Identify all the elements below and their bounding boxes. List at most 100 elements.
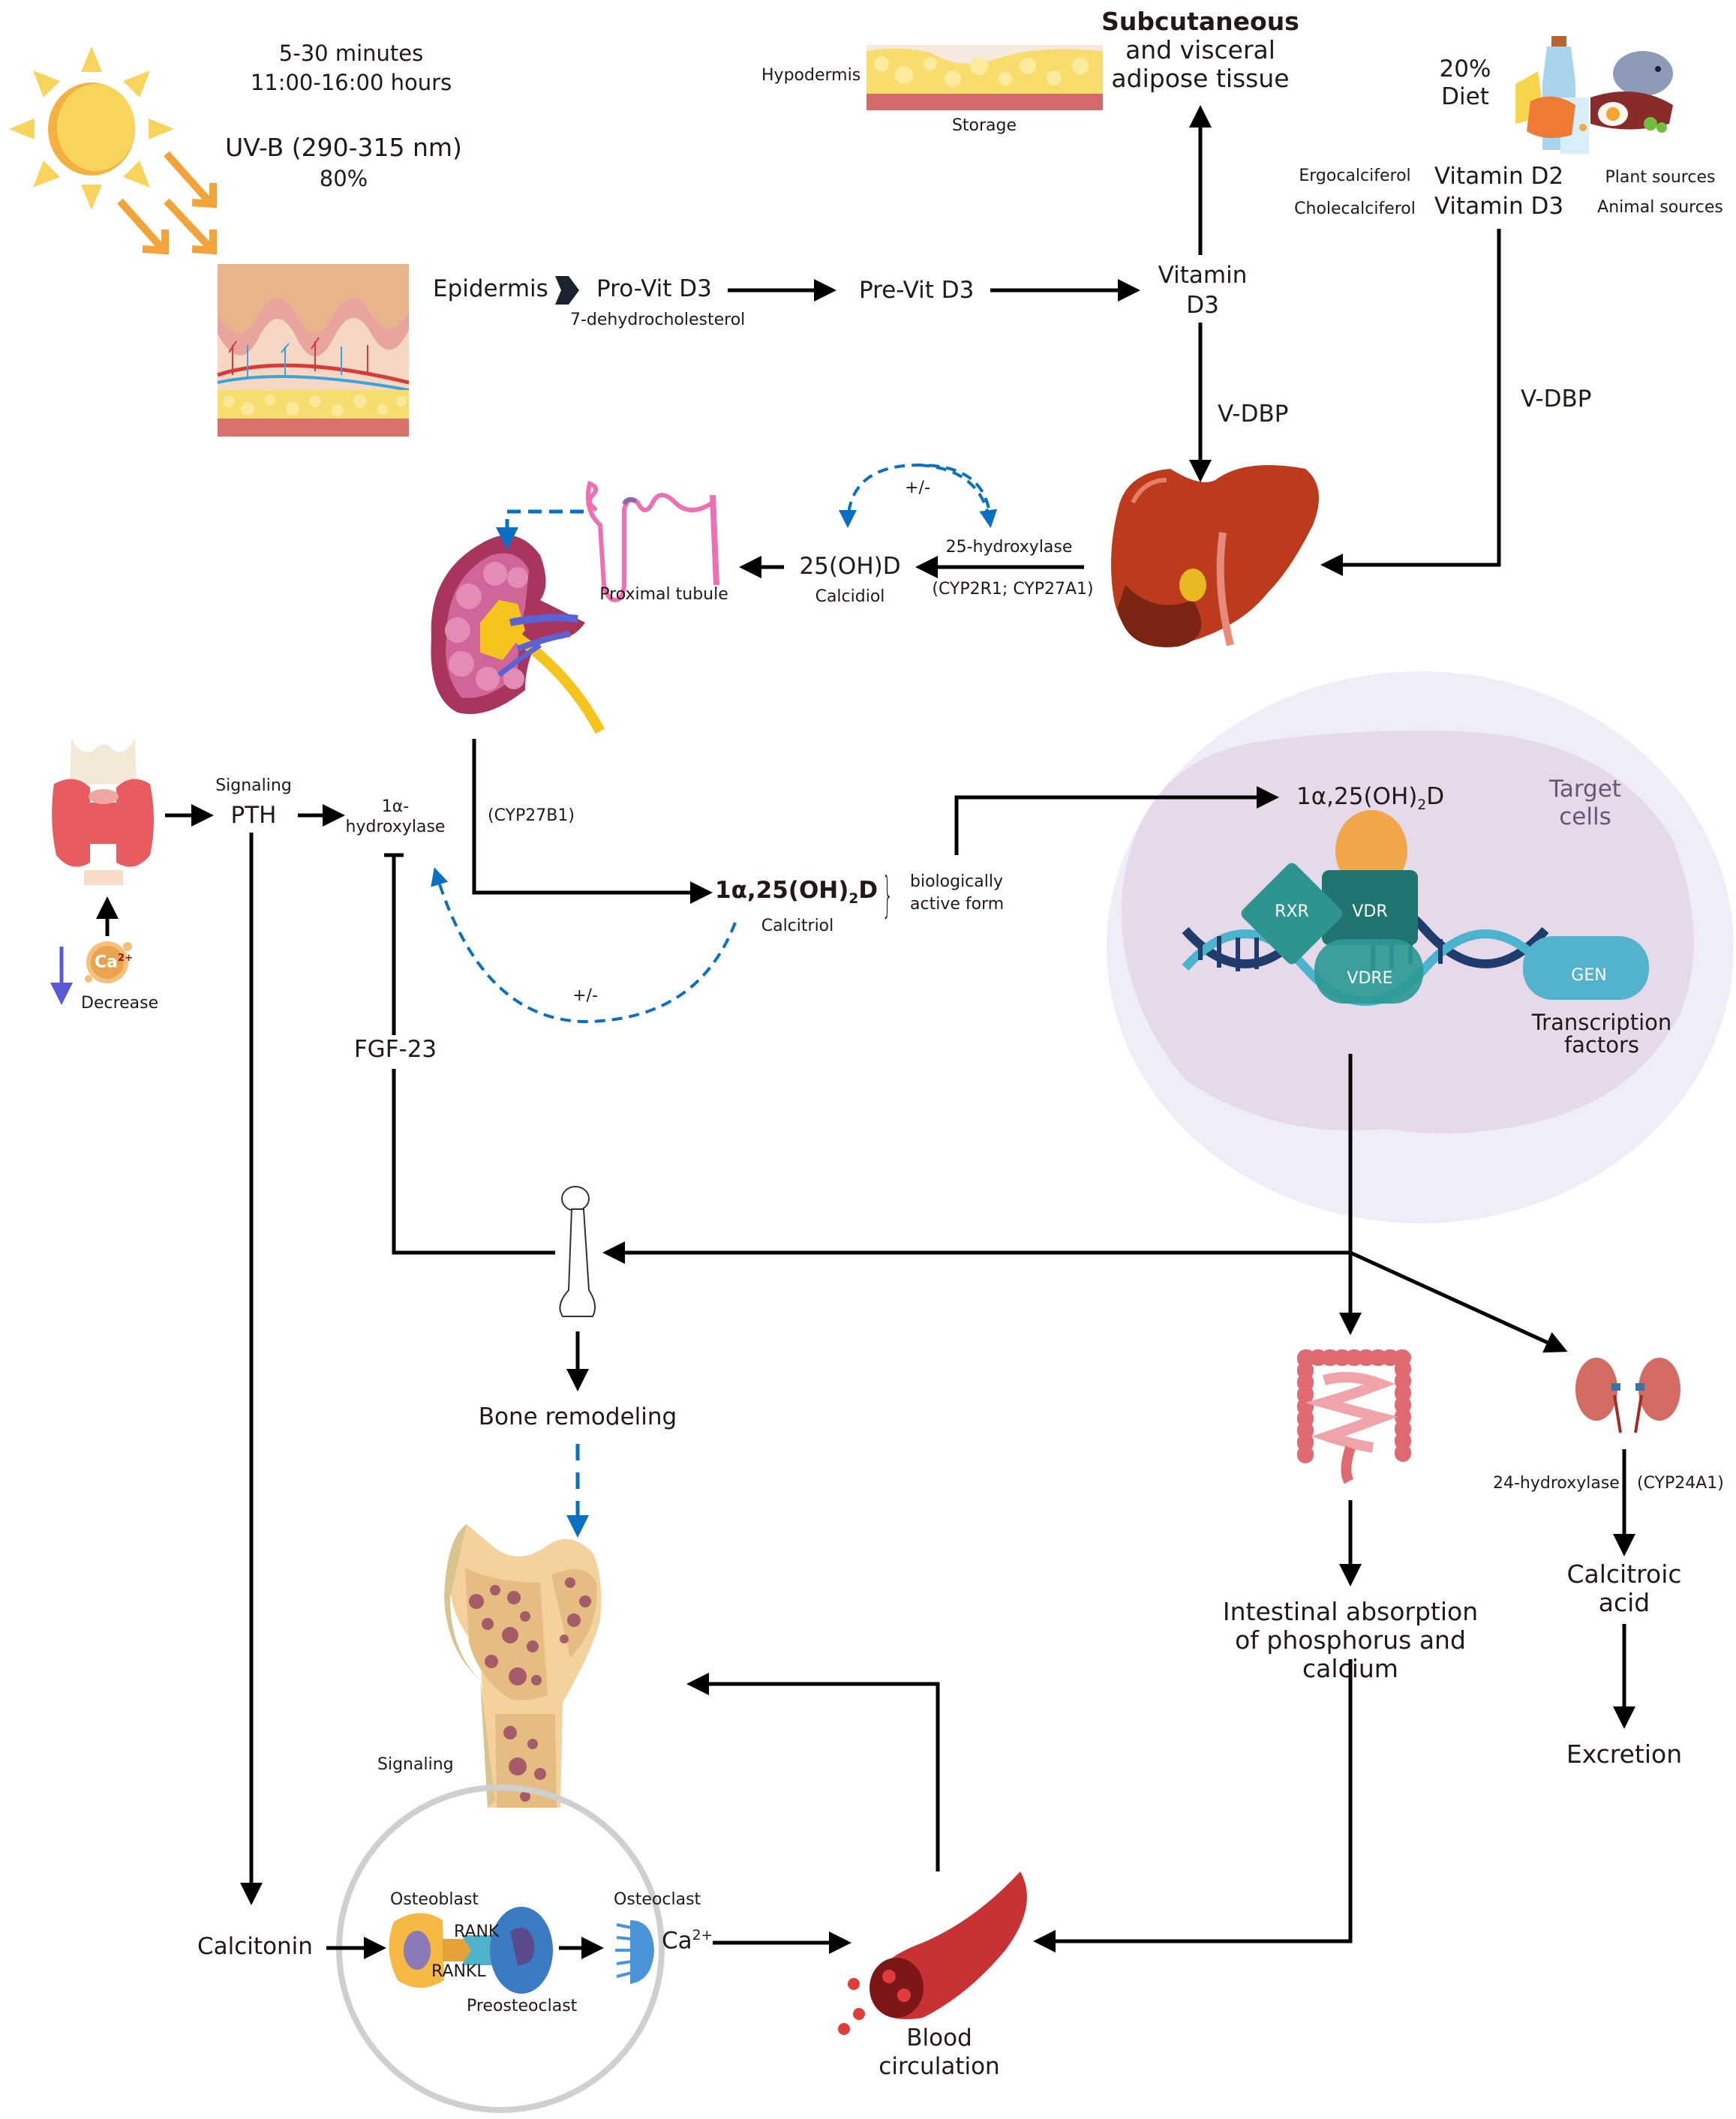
kidney-feedback-label: +/- [572,986,598,1005]
7-dehydrocholesterol-label: 7-dehydrocholesterol [570,311,746,329]
arrow-calcitriol-to-target [954,786,1279,855]
calcitriol-formula-prefix: 1α,25(OH) [715,877,849,904]
vitamin-d3-line2: D3 [1186,292,1219,319]
pth-label: PTH [230,802,277,829]
hydroxylase-label: hydroxylase [345,818,446,836]
vdre-label: VDRE [1347,969,1393,988]
nephron-to-kidney-dashed-arrow [496,509,584,550]
blood-label: Blood [906,2024,972,2051]
target-ligand-sub: 2 [1417,797,1427,814]
liver-feedback-label: +/- [905,479,930,497]
sun-icon [9,47,174,210]
factors-label: factors [1563,1032,1640,1058]
transcription-label: Transcription [1531,1010,1672,1035]
calcium-symbol: Ca2+ [95,953,133,972]
preosteoclast-icon [490,1907,553,1994]
vdbp-left-label: V-DBP [1218,401,1289,428]
target-ligand-formula: 1α,25(OH)2D [1296,783,1445,814]
osteoblast-label: Osteoblast [390,1890,479,1909]
sun-duration: 5-30 minutes [278,41,424,66]
calcium-ion-icon [85,941,132,983]
active-form-label: active form [910,895,1005,914]
pre-vit-d3-label: Pre-Vit D3 [859,277,975,304]
calcium-ion-label: Ca2+ [662,1928,713,1955]
kidneys-pair-icon [1575,1358,1680,1433]
active-form-brace: } [882,868,894,923]
sun-hours: 11:00-16:00 hours [250,70,452,95]
gen-label: GEN [1571,966,1607,985]
cyp2r1-cyp27a1-label: (CYP2R1; CYP27A1) [932,580,1094,599]
pro-vit-d3-label: Pro-Vit D3 [596,275,712,302]
decrease-label: Decrease [81,994,159,1013]
arrow-blood-to-bone [686,1673,940,1871]
uvb-label: UV-B (290-315 nm) [225,133,462,162]
arrow-diet-to-liver [1320,229,1501,576]
nephron-icon [585,481,719,603]
arrow-absorption-to-blood [1033,1659,1353,1952]
adipose-title: Subcutaneous [1101,7,1299,36]
target-ligand-prefix: 1α,25(OH) [1296,783,1418,810]
bone-cross-section-icon [444,1524,602,1808]
vitamin-d3-diet-label: Vitamin D3 [1434,193,1564,220]
calcidiol-formula: 25(OH)D [799,553,901,580]
calcitroic-label: Calcitroic [1566,1559,1682,1589]
gen-block [1523,936,1649,1000]
kidney-icon [431,535,605,734]
liver-feedback-dashed-arc-b [918,464,998,528]
uvb-share: 80% [319,166,368,191]
intestine-icon [1297,1349,1411,1484]
vitamin-d2-label: Vitamin D2 [1434,163,1564,190]
target-ligand-suffix: D [1426,783,1445,810]
calcium-ion-charge: 2+ [692,1928,713,1943]
fgf23-label: FGF-23 [353,1036,437,1063]
bone-to-fgf23-line [392,1069,555,1255]
cyp24a1-label: (CYP24A1) [1637,1474,1724,1493]
biologically-label: biologically [910,872,1004,891]
hypodermis-label: Hypodermis [761,66,861,85]
adipose-line3: adipose tissue [1111,64,1290,93]
vdre-block [1314,939,1423,1004]
calcium-ion-symbol: Ca [662,1927,692,1955]
calcitriol-formula-suffix: D [858,877,879,904]
bone-remodeling-label: Bone remodeling [478,1403,677,1430]
cyp27b1-label: (CYP27B1) [488,806,575,825]
cholecalciferol-label: Cholecalciferol [1294,200,1416,218]
rank-label: RANK [454,1922,500,1941]
excretion-label: Excretion [1566,1739,1683,1769]
uv-rays-icon [117,151,217,255]
intestinal-absorption-line2: of phosphorus and [1235,1625,1466,1655]
thyroid-icon [52,739,154,885]
kidney-feedback-dashed-arc [431,867,737,1024]
ergocalciferol-label: Ergocalciferol [1299,167,1411,185]
25-hydroxylase-label: 25-hydroxylase [945,538,1073,557]
preosteoclast-label: Preosteoclast [467,1997,578,2015]
arrow-to-kidneys [1349,1250,1568,1353]
1a-label: 1α- [381,797,410,816]
calcium-charge: 2+ [118,953,134,964]
rxr-label: RXR [1275,902,1309,921]
diet-label: Diet [1441,83,1489,110]
calcitriol-formula-sub: 2 [848,891,859,908]
calcium-symbol-text: Ca [95,953,118,972]
hypodermis-icon [866,45,1103,110]
intestinal-absorption-line1: Intestinal absorption [1222,1597,1479,1626]
vdr-label: VDR [1352,902,1388,921]
vitamin-d3-line1: Vitamin [1158,262,1248,289]
target-cells-label-2: cells [1559,803,1611,830]
circulation-label: circulation [879,2053,1000,2080]
osteoclast-label: Osteoclast [614,1890,701,1909]
humerus-bone-icon [559,1186,596,1317]
blood-vessel-icon [838,1871,1027,2035]
vdbp-right-label: V-DBP [1521,386,1592,413]
intestinal-absorption-line3: calcium [1302,1654,1398,1683]
arrow-kidney-to-calcitriol [472,739,713,904]
rxr-block [1241,863,1343,965]
proximal-tubule-label: Proximal tubule [599,585,728,604]
animal-sources-label: Animal sources [1597,198,1723,217]
calcitriol-formula: 1α,25(OH)2D [715,877,879,908]
rankl-label: RANKL [431,1962,486,1981]
skin-layers-icon [217,264,410,437]
24-hydroxylase-label: 24-hydroxylase [1493,1474,1620,1493]
acid-label: acid [1598,1588,1650,1617]
